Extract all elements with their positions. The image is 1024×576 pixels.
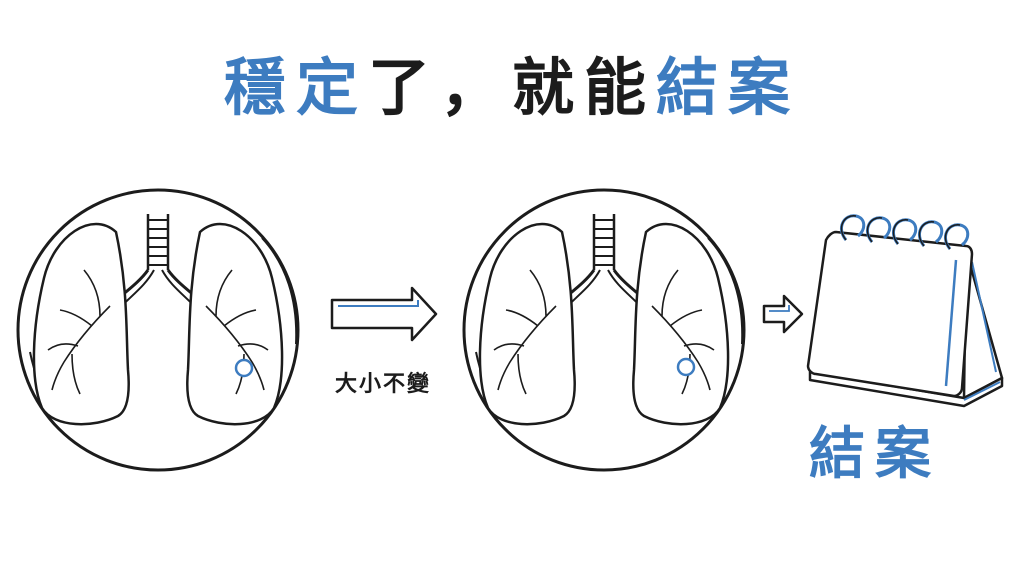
page-title: 穩定了，就能結案 [0,48,1024,128]
title-part-stable: 穩定 [223,51,368,124]
arrow-right-icon [762,294,804,334]
nodule-marker-before [234,358,254,378]
size-unchanged-caption: 大小不變 [334,372,431,397]
title-part-close: 結案 [656,51,801,124]
case-closed-label: 結案 [809,422,941,487]
lung-after-panel [462,188,746,472]
desk-calendar-icon [806,214,1004,408]
nodule-marker-after [676,357,696,377]
title-part-middle: 了，就能 [367,51,656,124]
lung-before-panel [16,188,300,472]
arrow-right-icon [330,286,438,342]
